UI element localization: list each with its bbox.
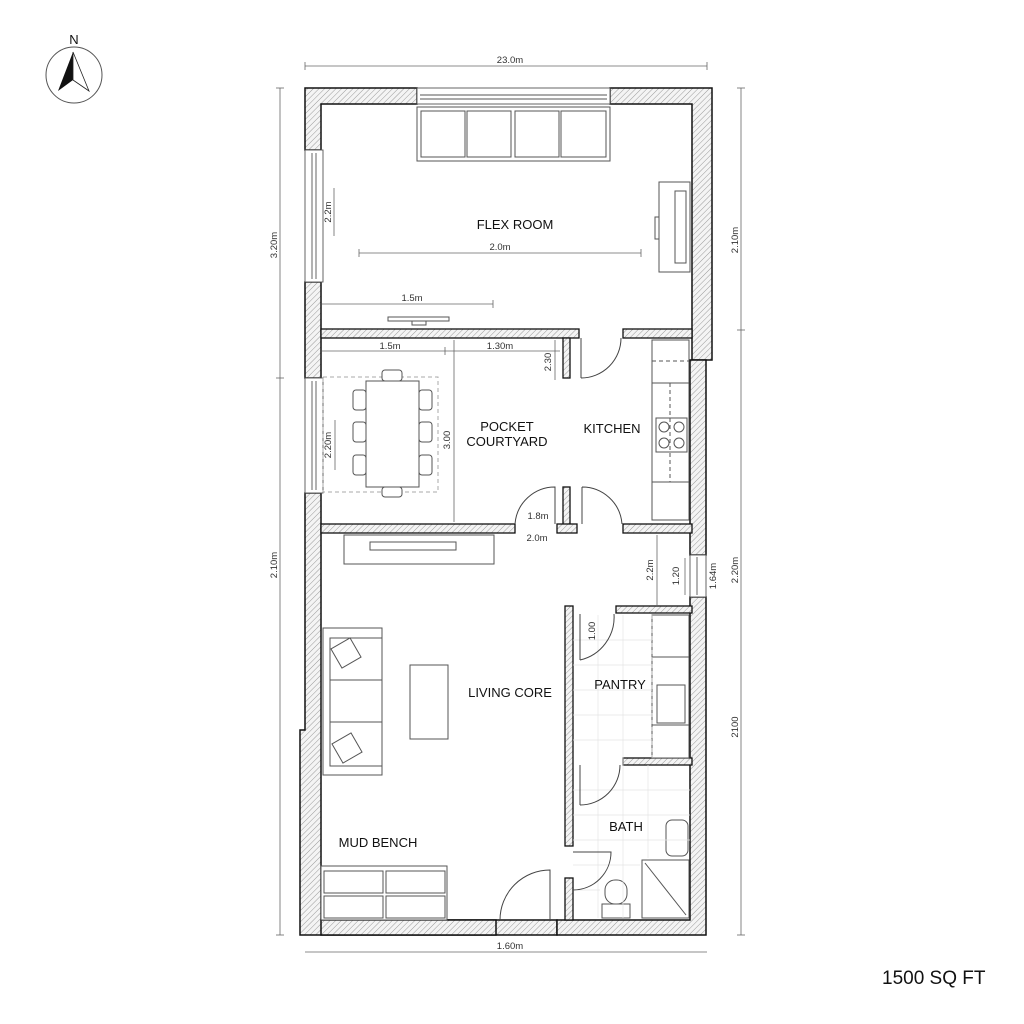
- svg-text:2.10m: 2.10m: [730, 227, 741, 253]
- north-compass-icon: N: [45, 32, 103, 104]
- svg-text:2.20m: 2.20m: [730, 557, 741, 583]
- svg-text:1.8m: 1.8m: [527, 511, 548, 522]
- svg-text:1.20: 1.20: [671, 567, 682, 586]
- furniture: [320, 106, 691, 921]
- svg-text:2.10m: 2.10m: [269, 552, 280, 578]
- svg-text:2.0m: 2.0m: [526, 533, 547, 544]
- dimension-labels: 23.0m 1.60m 3.20m 2.10m 2.10m 2.20m 2100…: [269, 55, 741, 952]
- svg-text:2100: 2100: [730, 716, 741, 737]
- dimension-lines: [276, 62, 745, 953]
- svg-text:3.20m: 3.20m: [269, 232, 280, 258]
- room-label-bath: BATH: [609, 819, 643, 834]
- svg-text:3.00: 3.00: [442, 431, 453, 450]
- area-label: 1500 SQ FT: [882, 968, 986, 989]
- tile-floor: [573, 615, 690, 918]
- exterior-walls: [299, 87, 713, 936]
- room-label-pantry: PANTRY: [594, 677, 646, 692]
- room-label-pocket: POCKET: [480, 419, 534, 434]
- svg-text:1.30m: 1.30m: [487, 341, 513, 352]
- room-label-living-core: LIVING CORE: [468, 685, 552, 700]
- room-label-flex-room: FLEX ROOM: [477, 217, 554, 232]
- svg-text:1.00: 1.00: [587, 622, 598, 641]
- svg-text:2.2m: 2.2m: [645, 559, 656, 580]
- svg-text:1.64m: 1.64m: [708, 563, 719, 589]
- windows: [304, 87, 707, 598]
- svg-text:N: N: [69, 32, 78, 47]
- svg-text:2.2m: 2.2m: [323, 201, 334, 222]
- svg-text:2.0m: 2.0m: [489, 242, 510, 253]
- doors: [499, 337, 623, 921]
- svg-text:23.0m: 23.0m: [497, 55, 523, 66]
- room-label-kitchen: KITCHEN: [583, 421, 640, 436]
- svg-text:2.30: 2.30: [543, 353, 554, 372]
- svg-text:1.60m: 1.60m: [497, 941, 523, 952]
- svg-text:2.20m: 2.20m: [323, 432, 334, 458]
- svg-text:1.5m: 1.5m: [401, 293, 422, 304]
- room-label-mud-bench: MUD BENCH: [339, 835, 418, 850]
- svg-text:1.5m: 1.5m: [379, 341, 400, 352]
- room-labels: FLEX ROOM POCKET COURTYARD KITCHEN LIVIN…: [339, 217, 646, 850]
- room-label-courtyard: COURTYARD: [466, 434, 547, 449]
